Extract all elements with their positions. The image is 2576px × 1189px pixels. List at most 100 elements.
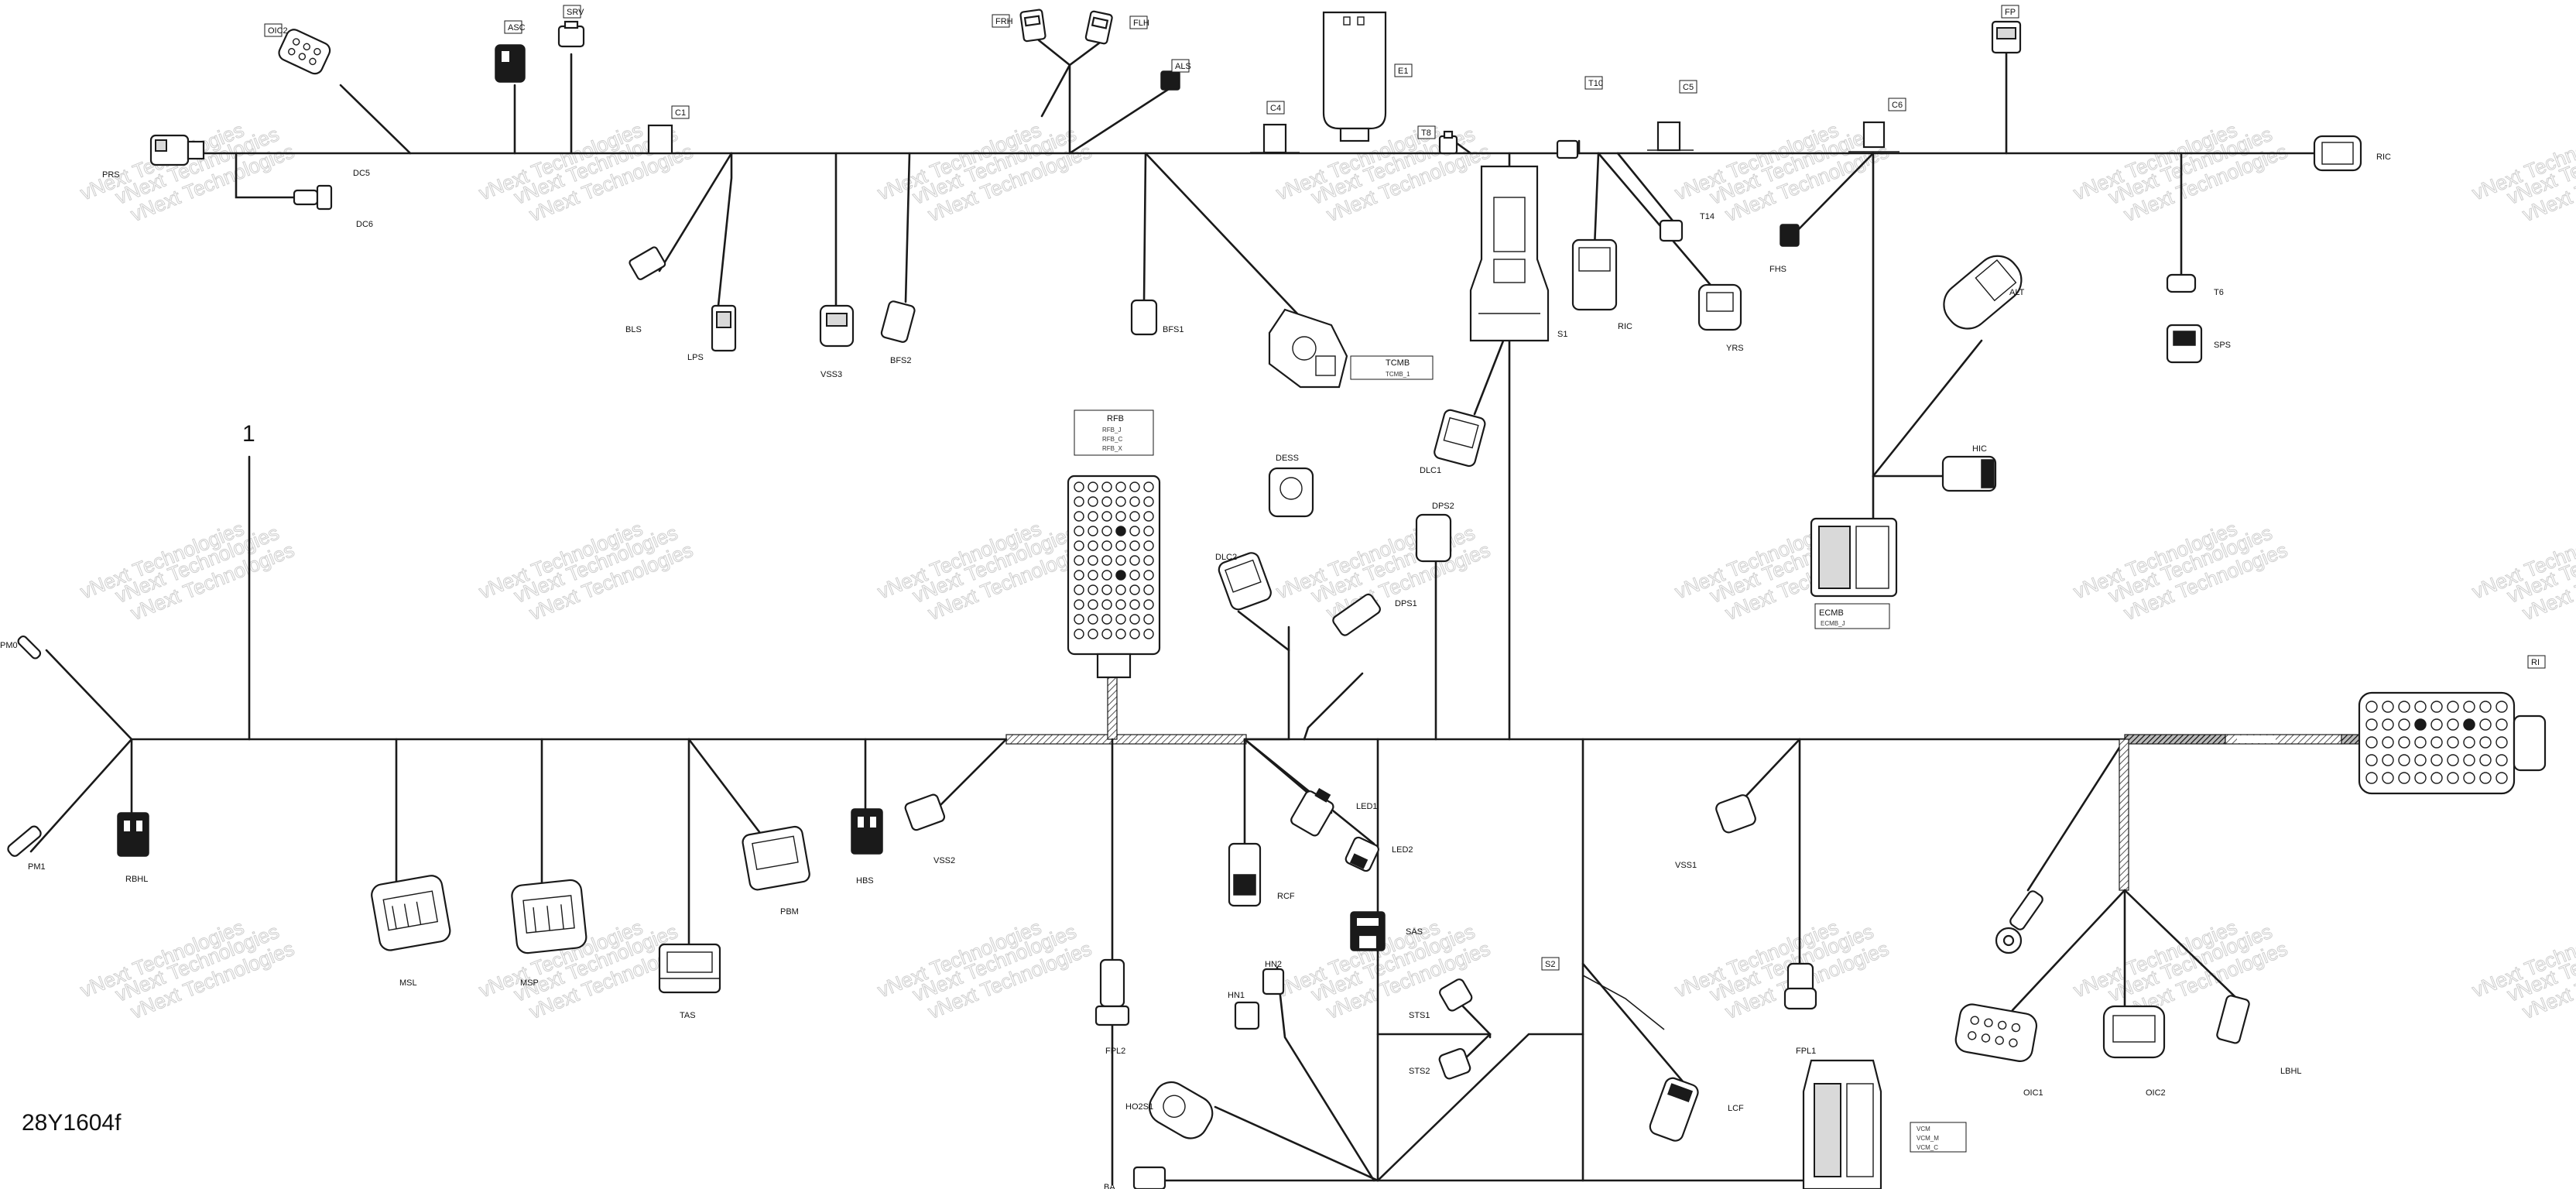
pin bbox=[2398, 754, 2410, 766]
connector-yrs bbox=[1697, 283, 1742, 331]
pin bbox=[1129, 584, 1140, 595]
label-dlc1: DLC1 bbox=[1420, 466, 1441, 475]
wire-ric bbox=[1593, 152, 1600, 249]
pin bbox=[2430, 701, 2443, 713]
connector-lbhl bbox=[2216, 995, 2250, 1044]
pin bbox=[1129, 629, 1140, 639]
label-box-ri bbox=[2527, 655, 2546, 669]
pin bbox=[2496, 718, 2508, 731]
wire-alt bbox=[1872, 339, 1983, 478]
label-text-c6: C6 bbox=[1892, 101, 1903, 110]
label-text-led2: LED2 bbox=[1392, 845, 1413, 855]
wire-bfs2 bbox=[904, 152, 911, 303]
pin bbox=[1143, 584, 1154, 595]
pin bbox=[1115, 614, 1126, 625]
connector-tcmb bbox=[1268, 308, 1348, 389]
label-box-e1 bbox=[1394, 63, 1413, 77]
pin bbox=[1143, 496, 1154, 507]
pin bbox=[1074, 599, 1084, 610]
label-srv: SRV bbox=[563, 5, 584, 19]
connector-ba bbox=[1132, 1166, 1166, 1189]
pin bbox=[1115, 599, 1126, 610]
connector-c1 bbox=[635, 124, 686, 155]
label-yrs: YRS bbox=[1726, 344, 1744, 353]
label-vss2: VSS2 bbox=[933, 856, 955, 865]
label-lcf: LCF bbox=[1728, 1104, 1744, 1113]
label-box-t10 bbox=[1584, 76, 1603, 90]
pin bbox=[2414, 718, 2427, 731]
label-s1: S1 bbox=[1557, 330, 1567, 339]
label-sps: SPS bbox=[2214, 341, 2231, 350]
pin bbox=[1115, 570, 1126, 581]
label-text-tas: TAS bbox=[680, 1011, 696, 1020]
pin bbox=[2463, 754, 2475, 766]
label-text-bfs1: BFS1 bbox=[1163, 325, 1184, 334]
pin bbox=[2496, 772, 2508, 784]
label-box-als bbox=[1171, 59, 1190, 73]
label-text-e1: E1 bbox=[1398, 67, 1408, 76]
pin bbox=[2414, 754, 2427, 766]
item-number: 1 bbox=[242, 421, 255, 447]
label-prs: PRS bbox=[102, 170, 120, 180]
sublabel-vcm: VCM bbox=[1917, 1126, 1930, 1132]
connector-pbm bbox=[742, 825, 810, 891]
pin bbox=[1115, 555, 1126, 566]
label-vss1: VSS1 bbox=[1675, 861, 1697, 870]
label-c5: C5 bbox=[1679, 80, 1697, 94]
connector-bls bbox=[629, 246, 666, 280]
connectors bbox=[7, 9, 2547, 1189]
pin bbox=[2414, 772, 2427, 784]
wire-tcmb bbox=[1144, 152, 1310, 327]
connector-frh bbox=[1019, 9, 1046, 43]
connector-ric-mid bbox=[1571, 238, 1618, 311]
pin bbox=[1143, 629, 1154, 639]
label-hn1: HN1 bbox=[1228, 991, 1245, 1000]
label-oic1: OIC1 bbox=[2023, 1088, 2043, 1098]
label-text-ho2s1: HO2S1 bbox=[1125, 1102, 1153, 1112]
connector-vss1 bbox=[1715, 794, 1756, 834]
label-text-c1: C1 bbox=[675, 108, 686, 118]
wire-oic2 bbox=[339, 84, 412, 155]
label-led1: LED1 bbox=[1356, 802, 1378, 811]
label-c4: C4 bbox=[1266, 101, 1285, 115]
connector-led2 bbox=[1345, 836, 1379, 872]
label-text-sas: SAS bbox=[1406, 927, 1423, 937]
label-text-lbhl: LBHL bbox=[2280, 1067, 2302, 1076]
label-box-asc bbox=[504, 20, 522, 34]
pin bbox=[2479, 736, 2492, 749]
rfb-pin-grid bbox=[1074, 481, 1154, 639]
pin bbox=[2430, 754, 2443, 766]
label-text-srv: SRV bbox=[567, 8, 584, 17]
label-alt: ALT bbox=[2009, 288, 2025, 297]
connector-lcf bbox=[1649, 1077, 1699, 1142]
sheath-gap bbox=[2237, 735, 2276, 743]
label-ric2: RIC bbox=[1618, 322, 1632, 331]
label-box-c5 bbox=[1679, 80, 1697, 94]
label-text-rcf: RCF bbox=[1277, 892, 1295, 901]
pin bbox=[1115, 481, 1126, 492]
label-pm1: PM1 bbox=[28, 862, 46, 872]
wire-vss2 bbox=[927, 738, 1008, 818]
label-text-lcf: LCF bbox=[1728, 1104, 1744, 1113]
label-pbm: PBM bbox=[780, 907, 799, 917]
label-box-c4 bbox=[1266, 101, 1285, 115]
label-dlc2: DLC2 bbox=[1215, 553, 1237, 562]
label-text-dc5: DC5 bbox=[353, 169, 370, 178]
pin bbox=[1143, 570, 1154, 581]
label-text-oic1: OIC1 bbox=[2023, 1088, 2043, 1098]
sheath-end bbox=[2341, 734, 2362, 745]
connector-vss3 bbox=[819, 304, 855, 348]
pin bbox=[1101, 555, 1112, 566]
lower-harness bbox=[29, 455, 2362, 1186]
pin bbox=[1088, 511, 1098, 522]
pin bbox=[2479, 701, 2492, 713]
wire-pm0 bbox=[45, 649, 133, 741]
connector-dps2 bbox=[1415, 513, 1452, 563]
label-vss3: VSS3 bbox=[820, 370, 842, 379]
connector-t6 bbox=[2166, 273, 2197, 293]
pin bbox=[2398, 736, 2410, 749]
pin bbox=[1143, 555, 1154, 566]
pin bbox=[2398, 701, 2410, 713]
connector-srv bbox=[557, 20, 585, 48]
